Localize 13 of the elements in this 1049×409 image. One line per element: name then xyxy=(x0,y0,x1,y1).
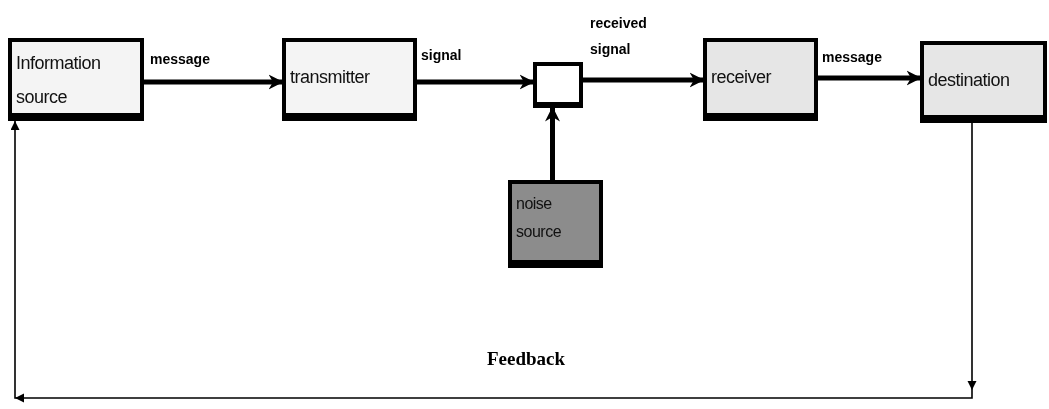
node-label: Information source xyxy=(15,52,102,109)
node-label: destination xyxy=(927,69,1011,92)
node-label: transmitter xyxy=(289,66,371,89)
junction-box xyxy=(533,62,583,108)
process-box xyxy=(703,38,818,121)
process-box xyxy=(920,41,1047,123)
edge-label: Feedback xyxy=(487,350,566,368)
noise-source-box xyxy=(508,180,603,268)
edge-label: signal xyxy=(421,46,462,64)
process-box xyxy=(8,38,144,121)
node-label: noise source xyxy=(515,194,563,242)
node-label: receiver xyxy=(710,66,773,89)
process-box xyxy=(282,38,417,121)
